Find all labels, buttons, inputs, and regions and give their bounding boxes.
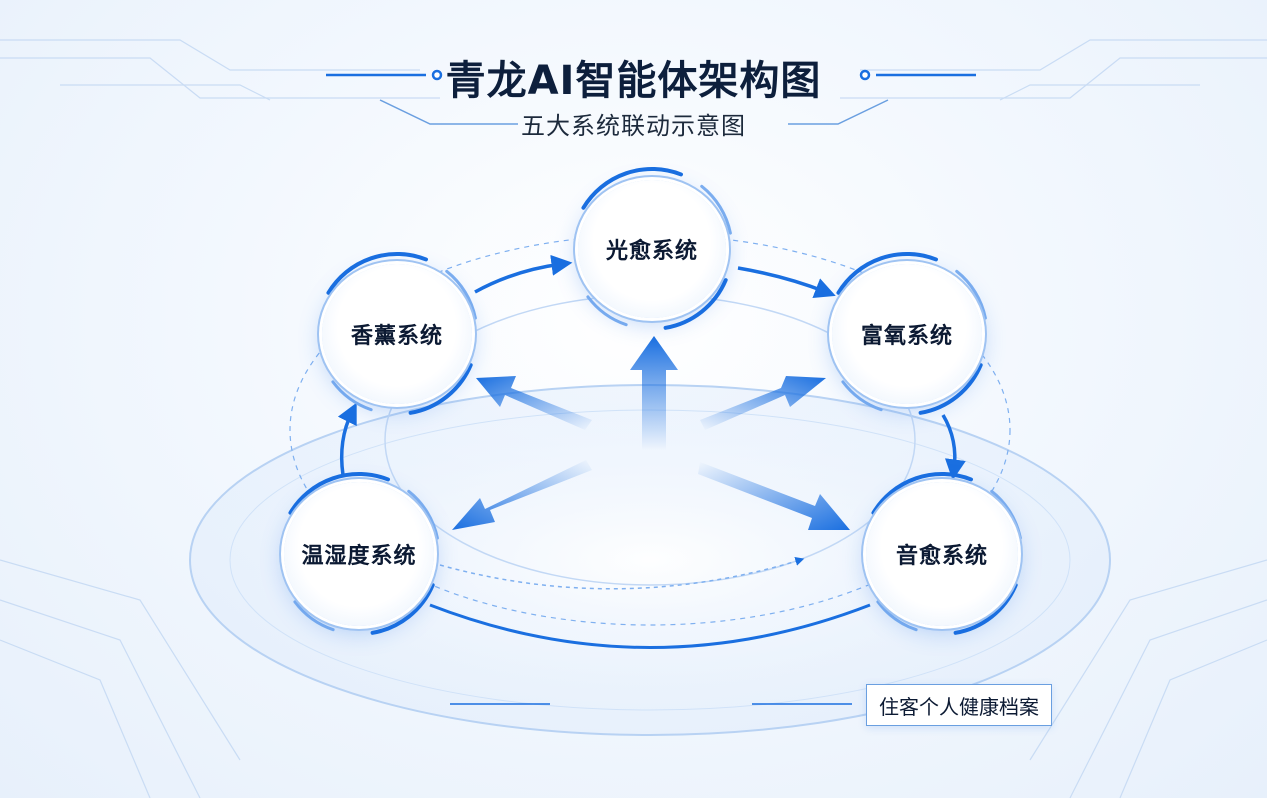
node-light-ring-arc-1 (581, 167, 683, 210)
node-oxygen-ring-arc-4 (841, 380, 883, 412)
node-sound-ring-arc-2 (990, 489, 1022, 540)
arrow-down-left (452, 460, 592, 530)
node-oxygen-ring-arc-1 (836, 252, 938, 295)
node-humidity-system: 温湿度系统 (284, 482, 434, 626)
node-aroma-ring-arc-2 (445, 269, 477, 320)
arrow-down-right (698, 462, 850, 530)
background-circuit-lines (0, 39, 1267, 798)
node-oxygen-label: 富氧系统 (860, 324, 953, 349)
page-subtitle: 五大系统联动示意图 (521, 112, 746, 140)
node-sound-ring-arc-1 (871, 472, 973, 515)
radiating-arrows (452, 336, 850, 530)
node-sound-ring-arc-3 (953, 583, 1018, 635)
cycle-arrow-aroma-to-light (474, 254, 573, 294)
node-sound-ring-arc-4 (876, 600, 918, 632)
node-aroma-ring-arc-3 (408, 363, 473, 415)
node-aroma-ring-arc-1 (326, 252, 428, 295)
guest-health-record-tag: 住客个人健康档案 (866, 684, 1052, 726)
node-light-system: 光愈系统 (578, 180, 726, 318)
guest-health-record-label: 住客个人健康档案 (879, 694, 1039, 719)
node-aroma-system: 香薰系统 (322, 264, 472, 404)
node-sound-label: 音愈系统 (895, 544, 988, 569)
node-aroma-label: 香薰系统 (350, 324, 443, 349)
node-humidity-ring-arc-1 (288, 472, 390, 515)
node-aroma-ring-arc-4 (331, 380, 373, 412)
arrow-up (630, 336, 678, 450)
arrow-up-right (700, 376, 826, 430)
node-oxygen-system: 富氧系统 (832, 264, 982, 404)
node-humidity-ring-arc-2 (407, 489, 439, 540)
node-rings (288, 167, 1022, 635)
orbit-front-arc (429, 603, 871, 649)
node-light-ring-arc-2 (700, 184, 732, 235)
node-light-ring-arc-3 (663, 278, 728, 330)
cycle-arrows (337, 254, 966, 481)
page-title: 青龙AI智能体架构图 (445, 58, 822, 104)
node-oxygen-ring-arc-2 (955, 269, 987, 320)
cycle-arrow-light-to-oxygen (737, 266, 836, 298)
subtitle-decoration (379, 99, 889, 125)
title-decoration (326, 69, 976, 81)
node-oxygen-ring-arc-3 (918, 363, 983, 415)
orbit-inner-arc (439, 557, 805, 590)
node-light-ring-arc-4 (586, 295, 628, 327)
arrow-up-left (476, 376, 592, 430)
cycle-arrow-humidity-to-aroma (337, 402, 357, 476)
cycle-arrow-oxygen-to-sound (941, 414, 966, 481)
node-humidity-label: 温湿度系统 (301, 544, 417, 569)
node-sound-system: 音愈系统 (866, 482, 1018, 626)
node-light-label: 光愈系统 (605, 239, 698, 264)
node-humidity-ring-arc-4 (293, 600, 335, 632)
orbit-dashed-outer (289, 234, 1011, 626)
node-humidity-ring-arc-3 (370, 583, 435, 635)
